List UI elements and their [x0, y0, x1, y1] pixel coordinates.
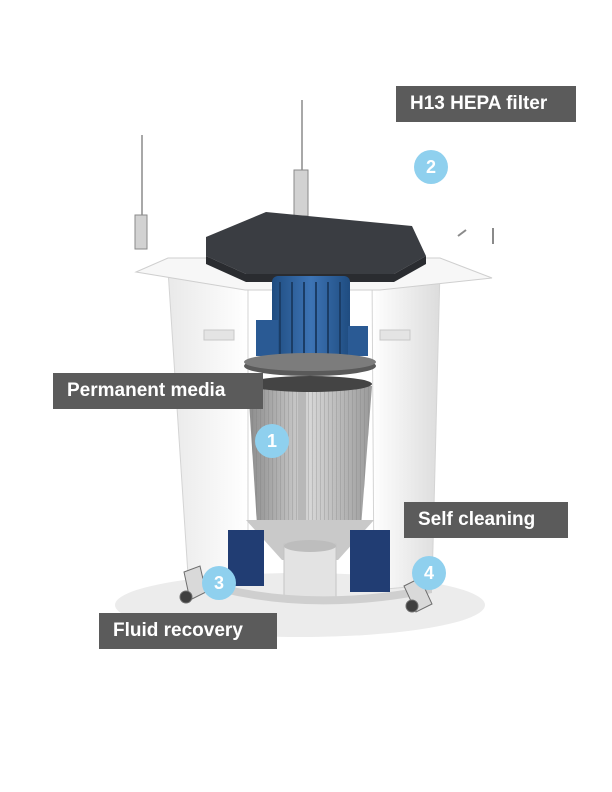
badge-permanent-media: 1 [255, 424, 289, 458]
hanging-rods [134, 100, 494, 250]
label-fluid-recovery: Fluid recovery [99, 613, 277, 649]
label-permanent-media: Permanent media [53, 373, 263, 409]
motor-body [272, 276, 350, 360]
badge-hepa-filter: 2 [414, 150, 448, 184]
badge-self-cleaning: 4 [412, 556, 446, 590]
fluid-tray-right [350, 530, 390, 592]
outlet-tube [283, 543, 337, 599]
bottom-rim [188, 575, 432, 605]
label-hepa-filter: H13 HEPA filter [396, 86, 576, 122]
top-lid [206, 212, 426, 274]
outlet-pipes [179, 565, 433, 613]
label-self-cleaning: Self cleaning [404, 502, 568, 538]
badge-fluid-recovery: 3 [202, 566, 236, 600]
